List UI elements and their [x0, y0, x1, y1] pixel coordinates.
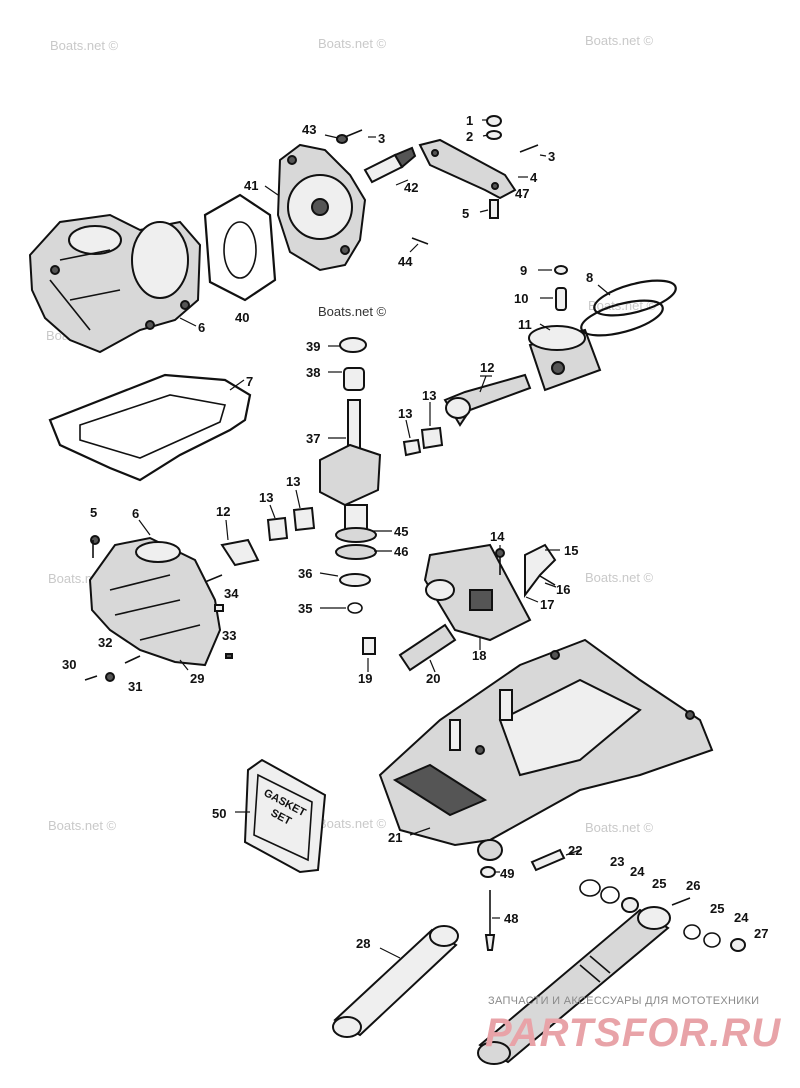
callout-39: 39 — [306, 339, 320, 354]
callout-25: 25 — [710, 901, 724, 916]
callout-46: 46 — [394, 544, 408, 559]
sleeve-part — [398, 623, 457, 672]
callout-40: 40 — [235, 310, 249, 325]
callout-26: 26 — [686, 878, 700, 893]
callout-31: 31 — [128, 679, 142, 694]
callout-24: 24 — [630, 864, 645, 879]
reed-block-part — [423, 543, 532, 642]
watermark-text: Boats.net © — [50, 38, 119, 53]
callout-41: 41 — [244, 178, 258, 193]
callout-1: 1 — [466, 113, 473, 128]
callout-49: 49 — [500, 866, 514, 881]
leader-lines — [138, 119, 611, 959]
callout-13: 13 — [422, 388, 436, 403]
callout-21: 21 — [388, 830, 402, 845]
callout-44: 44 — [398, 254, 413, 269]
callout-33: 33 — [222, 628, 236, 643]
callout-6: 6 — [132, 506, 139, 521]
crankshaft-part — [319, 337, 382, 614]
crankcase-part — [88, 535, 222, 667]
callout-25: 25 — [652, 876, 666, 891]
callout-42: 42 — [404, 180, 418, 195]
callout-2: 2 — [466, 129, 473, 144]
cylinder-block-part — [28, 213, 202, 354]
callout-numbers: 1 2 3 3 4 47 5 43 41 42 44 6 40 7 9 8 10… — [62, 113, 768, 951]
mount-bracket-part — [418, 138, 517, 200]
callout-13: 13 — [398, 406, 412, 421]
watermark-text: Boats.net © — [318, 36, 387, 51]
callout-36: 36 — [298, 566, 312, 581]
piston-assembly-part — [528, 265, 677, 392]
callout-27: 27 — [754, 926, 768, 941]
connecting-rod-part — [443, 373, 532, 427]
engine-pan-part — [378, 638, 714, 861]
bracket-small-part — [495, 543, 557, 598]
base-gasket-part — [48, 373, 252, 482]
callout-12: 12 — [480, 360, 494, 375]
driveshaft-housing-part — [477, 906, 671, 1065]
callout-5: 5 — [462, 206, 469, 221]
callout-3: 3 — [548, 149, 555, 164]
callout-13: 13 — [259, 490, 273, 505]
callout-20: 20 — [426, 671, 440, 686]
bearing-part — [266, 516, 289, 542]
head-gasket-part — [203, 193, 277, 302]
callout-37: 37 — [306, 431, 320, 446]
callout-15: 15 — [564, 543, 578, 558]
callout-29: 29 — [190, 671, 204, 686]
callout-14: 14 — [490, 529, 505, 544]
watermark-text: Boats.net © — [48, 818, 117, 833]
callout-4: 4 — [530, 170, 538, 185]
callout-3: 3 — [378, 131, 385, 146]
callout-12: 12 — [216, 504, 230, 519]
gasket-set-box: GASKET SET — [243, 758, 327, 874]
callout-9: 9 — [520, 263, 527, 278]
watermark-text: Boats.net © — [585, 820, 654, 835]
callout-24: 24 — [734, 910, 749, 925]
callout-11: 11 — [518, 317, 532, 332]
bearing-part — [292, 506, 316, 532]
callout-5: 5 — [90, 505, 97, 520]
cylinder-head-part — [276, 143, 367, 272]
watermark-text: Boats.net © — [585, 33, 654, 48]
watermark-text: Boats.net © — [585, 570, 654, 585]
callout-38: 38 — [306, 365, 320, 380]
callout-47: 47 — [515, 186, 529, 201]
watermark-text: Boats.net © — [318, 816, 387, 831]
rod-cap-part — [220, 538, 260, 567]
bearing-part — [420, 426, 444, 450]
callout-6: 6 — [198, 320, 205, 335]
callout-7: 7 — [246, 374, 253, 389]
footer-branding: ЗАПЧАСТИ И АКСЕССУАРЫ ДЛЯ МОТОТЕХНИКИ PA… — [485, 995, 781, 1055]
spark-plug-part — [363, 146, 417, 184]
callout-28: 28 — [356, 936, 370, 951]
callout-10: 10 — [514, 291, 528, 306]
callout-43: 43 — [302, 122, 316, 137]
callout-50: 50 — [212, 806, 226, 821]
hardware-crankcase — [84, 574, 233, 682]
callout-13: 13 — [286, 474, 300, 489]
callout-32: 32 — [98, 635, 112, 650]
small-bearing-part — [362, 637, 376, 655]
bearing-part — [402, 438, 422, 457]
callout-34: 34 — [224, 586, 239, 601]
callout-45: 45 — [394, 524, 408, 539]
watermark-text: Boats.net © — [318, 304, 387, 319]
callout-23: 23 — [610, 854, 624, 869]
callout-8: 8 — [586, 270, 593, 285]
footer-tagline: ЗАПЧАСТИ И АКСЕССУАРЫ ДЛЯ МОТОТЕХНИКИ — [488, 995, 759, 1007]
callout-17: 17 — [540, 597, 554, 612]
footer-brand-logo: PARTSFOR.RU — [485, 1011, 781, 1055]
callout-30: 30 — [62, 657, 76, 672]
callout-48: 48 — [504, 911, 518, 926]
callout-16: 16 — [556, 582, 570, 597]
callout-18: 18 — [472, 648, 486, 663]
callout-35: 35 — [298, 601, 312, 616]
tube-part — [332, 925, 459, 1038]
callout-19: 19 — [358, 671, 372, 686]
callout-22: 22 — [568, 843, 582, 858]
